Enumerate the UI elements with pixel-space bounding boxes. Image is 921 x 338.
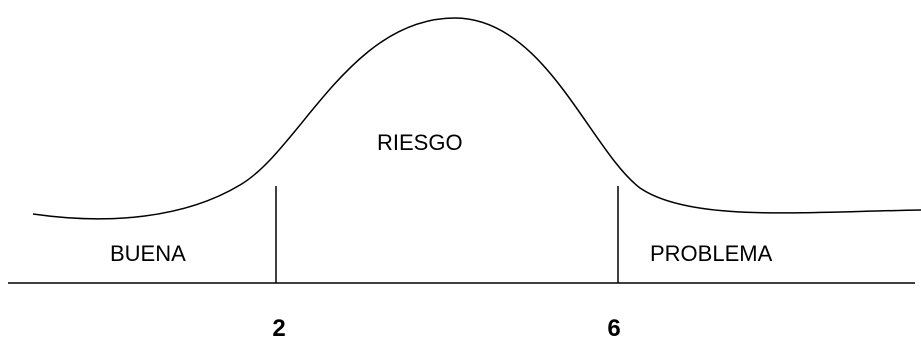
threshold-label-high: 6 xyxy=(607,315,620,338)
zone-label-riesgo: RIESGO xyxy=(377,130,463,155)
zone-label-problema: PROBLEMA xyxy=(650,241,773,266)
threshold-label-low: 2 xyxy=(272,315,285,338)
bell-curve xyxy=(32,17,921,220)
zone-label-buena: BUENA xyxy=(110,241,186,266)
